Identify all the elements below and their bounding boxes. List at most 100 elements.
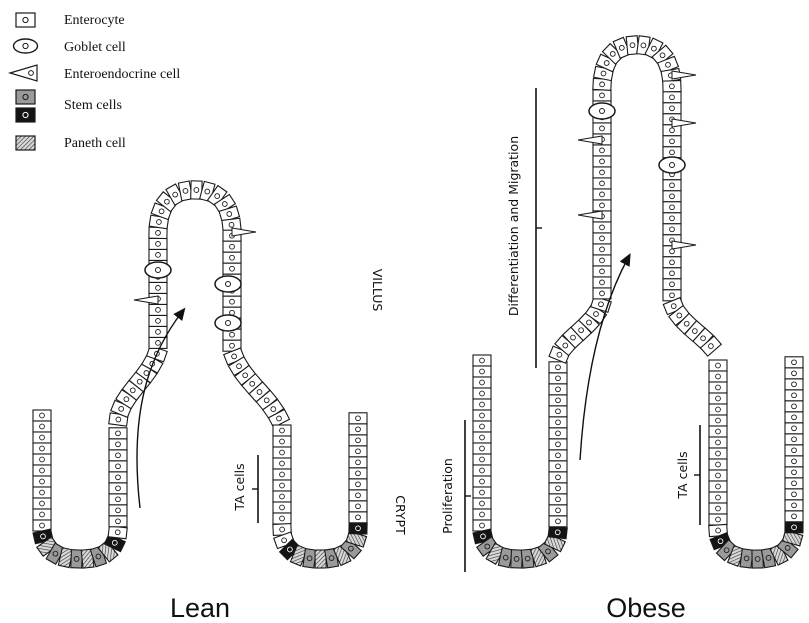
enterocyte-cell — [549, 483, 567, 494]
enterocyte-cell — [549, 373, 567, 384]
enterocyte-cell — [549, 472, 567, 483]
enterocyte-cell — [33, 443, 51, 454]
enterocyte-cell — [149, 238, 167, 249]
enterocyte-cell — [33, 410, 51, 421]
enterocyte-cell — [663, 202, 681, 213]
enterocyte-cell — [473, 355, 491, 366]
enterocyte-cell — [709, 360, 727, 371]
enterocyte-cell — [273, 491, 291, 502]
enterocyte-cell — [273, 513, 291, 524]
goblet-cell — [659, 157, 685, 173]
enteroendocrine-cell — [578, 136, 602, 144]
enterocyte-cell — [593, 156, 611, 167]
enterocyte-cell — [549, 516, 567, 527]
enterocyte-cell — [709, 459, 727, 470]
enterocyte-cell — [349, 446, 367, 457]
enterocyte-cell — [709, 426, 727, 437]
enterocyte-cell — [593, 200, 611, 211]
enterocyte-cell — [785, 390, 803, 401]
enterocyte-cell — [785, 478, 803, 489]
enterocyte-cell — [473, 366, 491, 377]
enterocyte-cell — [273, 502, 291, 513]
enterocyte-cell — [663, 213, 681, 224]
enterocyte-cell — [663, 92, 681, 103]
enterocyte-cell — [223, 296, 241, 307]
obese-epithelium — [473, 36, 803, 568]
enterocyte-cell — [273, 480, 291, 491]
enterocyte-cell — [149, 326, 167, 337]
enterocyte-cell — [33, 487, 51, 498]
stem-cell-dark — [785, 522, 803, 533]
enterocyte-cell — [709, 415, 727, 426]
enterocyte-cell — [349, 468, 367, 479]
enterocyte-cell — [473, 388, 491, 399]
enterocyte-cell — [223, 241, 241, 252]
enterocyte-cell — [709, 448, 727, 459]
enteroendocrine-cell — [672, 241, 696, 249]
enterocyte-cell — [709, 514, 727, 525]
enterocyte-cell — [549, 450, 567, 461]
goblet-cell — [215, 276, 241, 292]
enterocyte-cell — [785, 412, 803, 423]
enterocyte-cell — [785, 489, 803, 500]
obese-title: Obese — [606, 593, 686, 623]
stem-cell-gray — [740, 549, 753, 568]
enterocyte-cell — [349, 424, 367, 435]
enterocyte-cell — [785, 434, 803, 445]
enterocyte-cell — [785, 445, 803, 456]
enterocyte-cell — [349, 435, 367, 446]
enterocyte-cell — [273, 447, 291, 458]
stem-cell-gray — [71, 550, 83, 568]
obese-ta-cells-label: TA cells — [675, 451, 690, 499]
stem-cells-legend-icon — [16, 90, 35, 122]
enteroendocrine-cell — [578, 211, 602, 219]
enterocyte-cell — [785, 467, 803, 478]
enterocyte-cell — [593, 233, 611, 244]
enterocyte-cell — [33, 509, 51, 520]
enterocyte-cell — [663, 147, 681, 158]
enterocyte-cell — [273, 425, 291, 436]
enterocyte-legend-icon — [16, 13, 35, 27]
enterocyte-cell — [663, 257, 681, 268]
enterocyte-cell — [273, 458, 291, 469]
legend-label-stem-cells: Stem cells — [64, 98, 122, 113]
differentiation-bracket — [536, 88, 542, 368]
enterocyte-cell — [473, 410, 491, 421]
enterocyte-cell — [33, 476, 51, 487]
enterocyte-cell — [663, 279, 681, 290]
enterocyte-cell — [785, 401, 803, 412]
enterocyte-cell — [593, 123, 611, 134]
enterocyte-cell — [593, 244, 611, 255]
lean-epithelium — [33, 181, 367, 568]
enterocyte-cell — [549, 417, 567, 428]
enterocyte-cell — [593, 222, 611, 233]
legend-label-enteroendocrine-cell: Enteroendocrine cell — [64, 67, 180, 82]
stem-cell-gray — [511, 550, 523, 568]
goblet-cell — [145, 262, 171, 278]
enterocyte-cell — [33, 454, 51, 465]
enterocyte-cell — [109, 428, 127, 439]
enterocyte-cell — [149, 249, 167, 260]
enteroendocrine-cell — [134, 296, 158, 304]
enterocyte-cell — [109, 494, 127, 505]
enterocyte-cell — [663, 136, 681, 147]
paneth-cell-legend-icon — [16, 136, 35, 150]
enterocyte-cell — [109, 483, 127, 494]
enterocyte-cell — [709, 437, 727, 448]
enterocyte-cell — [349, 501, 367, 512]
proliferation-bracket — [465, 420, 471, 572]
enterocyte-cell — [593, 288, 611, 299]
enterocyte-cell — [273, 436, 291, 447]
enterocyte-cell — [549, 439, 567, 450]
enterocyte-cell — [709, 470, 727, 481]
enterocyte-cell — [663, 224, 681, 235]
enteroendocrine-cell — [672, 119, 696, 127]
enteroendocrine-cell-legend-icon — [10, 65, 37, 81]
enterocyte-cell — [785, 456, 803, 467]
legend-label-paneth-cell: Paneth cell — [64, 136, 126, 151]
enterocyte-cell — [709, 382, 727, 393]
enterocyte-cell — [785, 379, 803, 390]
stem-cell-gray — [303, 549, 316, 568]
enterocyte-cell — [473, 432, 491, 443]
enterocyte-cell — [473, 377, 491, 388]
